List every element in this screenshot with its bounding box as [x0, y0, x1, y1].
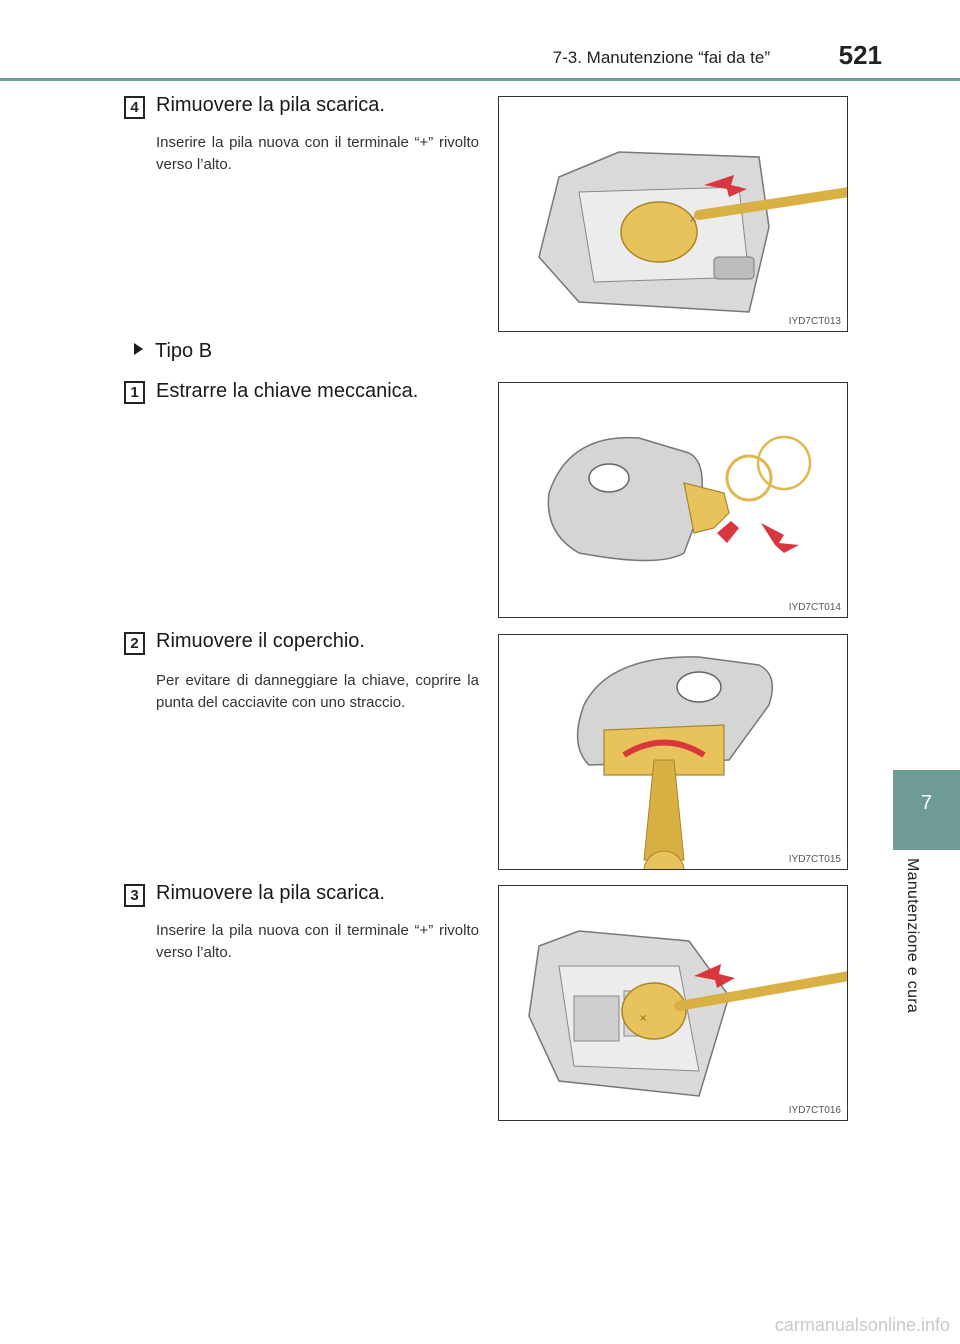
- figure-battery-removal: × IYD7CT013: [498, 96, 848, 332]
- key-battery-illustration: ×: [538, 151, 847, 313]
- section-title: 7-3. Manutenzione “fai da te”: [552, 48, 770, 67]
- figure-battery-removal-b: × IYD7CT016: [498, 885, 848, 1121]
- chapter-number: 7: [920, 792, 933, 814]
- figure-code: IYD7CT015: [788, 854, 841, 865]
- step-note: Inserire la pila nuova con il terminale …: [156, 922, 479, 961]
- svg-text:×: ×: [639, 1013, 647, 1024]
- header-rule: [0, 78, 960, 81]
- chapter-label: Manutenzione e cura: [904, 858, 921, 1014]
- figure-code: IYD7CT016: [788, 1105, 841, 1116]
- step-title: Estrarre la chiave meccanica.: [156, 380, 419, 402]
- triangle-bullet-icon: [134, 343, 143, 355]
- type-label: Tipo B: [134, 340, 212, 363]
- step-title: Rimuovere il coperchio.: [156, 630, 365, 652]
- page-number: 521: [838, 40, 882, 70]
- figure-code: IYD7CT013: [788, 316, 841, 327]
- cover-illustration: [576, 656, 774, 869]
- step-title: Rimuovere la pila scarica.: [156, 94, 385, 116]
- step-badge-3: 3: [124, 884, 145, 907]
- step-badge-2: 2: [124, 632, 145, 655]
- figure-mechanical-key: IYD7CT014: [498, 382, 848, 618]
- open-fob-illustration: ×: [528, 930, 847, 1097]
- step-note: Inserire la pila nuova con il terminale …: [156, 134, 479, 173]
- step-badge-4: 4: [124, 96, 145, 119]
- figure-cover-removal: IYD7CT015: [498, 634, 848, 870]
- key-fob-illustration: [547, 435, 812, 562]
- step-title: Rimuovere la pila scarica.: [156, 882, 385, 904]
- step-note: Per evitare di danneggiare la chiave, co…: [156, 672, 479, 711]
- footer-watermark[interactable]: carmanualsonline.info: [774, 1315, 950, 1335]
- figure-code: IYD7CT014: [788, 602, 841, 613]
- type-label-text: Tipo B: [155, 340, 213, 362]
- step-badge-1: 1: [124, 381, 145, 404]
- chapter-tab[interactable]: 7: [893, 770, 960, 850]
- svg-text:×: ×: [689, 214, 697, 225]
